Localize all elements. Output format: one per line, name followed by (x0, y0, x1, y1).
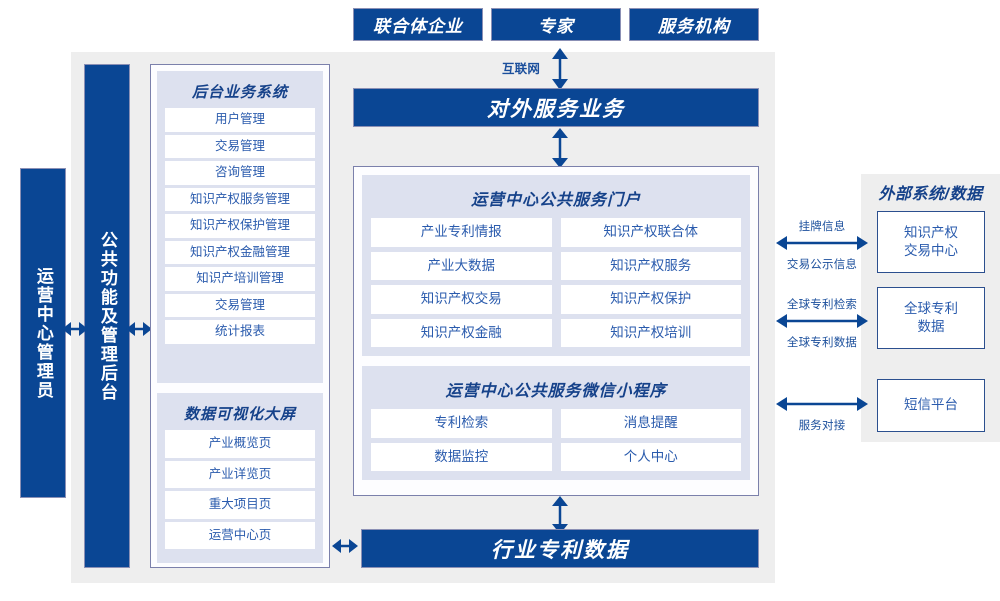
external-connector-label-above: 挂牌信息 (798, 221, 846, 233)
portal-title: 运营中心公共服务门户 (470, 192, 641, 209)
module-group-data-visualization: 数据可视化大屏 产业概览页 产业详览页 重大项目页 运营中心页 (157, 393, 323, 563)
external-connector-label-below: 全球专利数据 (786, 337, 858, 349)
external-connector-arrow-global-patent (776, 314, 868, 328)
portal-cell[interactable]: 知识产权交易 (371, 285, 552, 314)
portal-title: 运营中心公共服务微信小程序 (445, 383, 667, 400)
portal-cell[interactable]: 个人中心 (560, 442, 741, 471)
module-item[interactable]: 知识产培训管理 (165, 267, 315, 291)
external-system-label-line1: 知识产权 (904, 224, 958, 240)
module-item[interactable]: 知识产权服务管理 (165, 187, 315, 211)
external-connector-arrow-sms (776, 397, 868, 411)
external-system-ip-trading-center[interactable]: 知识产权 交易中心 (877, 211, 985, 273)
external-system-label-line2: 交易中心 (904, 243, 958, 258)
portal-row: 数据监控 个人中心 (371, 442, 741, 471)
portal-row: 知识产权交易 知识产权保护 (371, 285, 741, 314)
portal-row: 专利检索 消息提醒 (371, 409, 741, 438)
center-services-panel: 运营中心公共服务门户 产业专利情报 知识产权联合体 产业大数据 知识产权服务 知… (353, 166, 759, 496)
module-item[interactable]: 统计报表 (165, 320, 315, 344)
external-connector-arrow-trading (776, 236, 868, 250)
module-item[interactable]: 交易管理 (165, 293, 315, 317)
module-group-backend-business: 后台业务系统 用户管理 交易管理 咨询管理 知识产权服务管理 知识产权保护管理 … (157, 71, 323, 383)
external-system-label-line2: 数据 (917, 319, 945, 334)
portal-cell[interactable]: 知识产权保护 (560, 285, 741, 314)
external-systems-title: 外部系统/数据 (878, 186, 983, 203)
portal-cell[interactable]: 数据监控 (371, 442, 552, 471)
portal-cell[interactable]: 知识产权金融 (371, 318, 552, 347)
portal-row: 知识产权金融 知识产权培训 (371, 318, 741, 347)
portal-cell[interactable]: 知识产权服务 (560, 251, 741, 280)
module-item[interactable]: 用户管理 (165, 108, 315, 132)
external-system-global-patent-data[interactable]: 全球专利 数据 (877, 287, 985, 349)
actor-box-service-org[interactable]: 服务机构 (629, 8, 759, 41)
module-item[interactable]: 交易管理 (165, 134, 315, 158)
module-item[interactable]: 运营中心页 (165, 521, 315, 549)
portal-group-miniprogram: 运营中心公共服务微信小程序 专利检索 消息提醒 数据监控 个人中心 (362, 366, 750, 480)
external-system-sms-platform[interactable]: 短信平台 (877, 379, 985, 432)
external-connector-label-below: 交易公示信息 (786, 259, 858, 271)
external-connector-label-below: 服务对接 (798, 420, 846, 432)
portal-cell[interactable]: 知识产权培训 (560, 318, 741, 347)
module-group-title: 后台业务系统 (191, 84, 288, 101)
portal-cell[interactable]: 知识产权联合体 (560, 218, 741, 247)
portal-cell[interactable]: 产业大数据 (371, 251, 552, 280)
industry-patent-data-bar[interactable]: 行业专利数据 (361, 529, 759, 568)
portal-cell[interactable]: 消息提醒 (560, 409, 741, 438)
role-column-common-backend[interactable]: 公共功能及管理后台 (84, 64, 130, 568)
portal-cell[interactable]: 产业专利情报 (371, 218, 552, 247)
module-item[interactable]: 产业详览页 (165, 460, 315, 488)
left-modules-panel: 后台业务系统 用户管理 交易管理 咨询管理 知识产权服务管理 知识产权保护管理 … (150, 64, 330, 568)
external-system-label-line1: 全球专利 (904, 300, 958, 316)
external-system-label-line1: 短信平台 (904, 397, 958, 413)
module-item[interactable]: 产业概览页 (165, 430, 315, 458)
portal-cell[interactable]: 专利检索 (371, 409, 552, 438)
module-group-title: 数据可视化大屏 (183, 406, 296, 423)
external-connector-label-above: 全球专利检索 (786, 299, 858, 311)
external-service-bar[interactable]: 对外服务业务 (353, 88, 759, 127)
internet-connector-label: 互联网 (501, 62, 541, 76)
actor-box-expert[interactable]: 专家 (491, 8, 621, 41)
portal-row: 产业专利情报 知识产权联合体 (371, 218, 741, 247)
actor-box-consortium[interactable]: 联合体企业 (353, 8, 483, 41)
module-item[interactable]: 知识产权保护管理 (165, 214, 315, 238)
role-column-operations-admin[interactable]: 运营中心管理员 (20, 168, 66, 498)
portal-group-public-service: 运营中心公共服务门户 产业专利情报 知识产权联合体 产业大数据 知识产权服务 知… (362, 175, 750, 356)
module-item[interactable]: 重大项目页 (165, 491, 315, 519)
portal-row: 产业大数据 知识产权服务 (371, 251, 741, 280)
module-item[interactable]: 知识产权金融管理 (165, 240, 315, 264)
module-item[interactable]: 咨询管理 (165, 161, 315, 185)
